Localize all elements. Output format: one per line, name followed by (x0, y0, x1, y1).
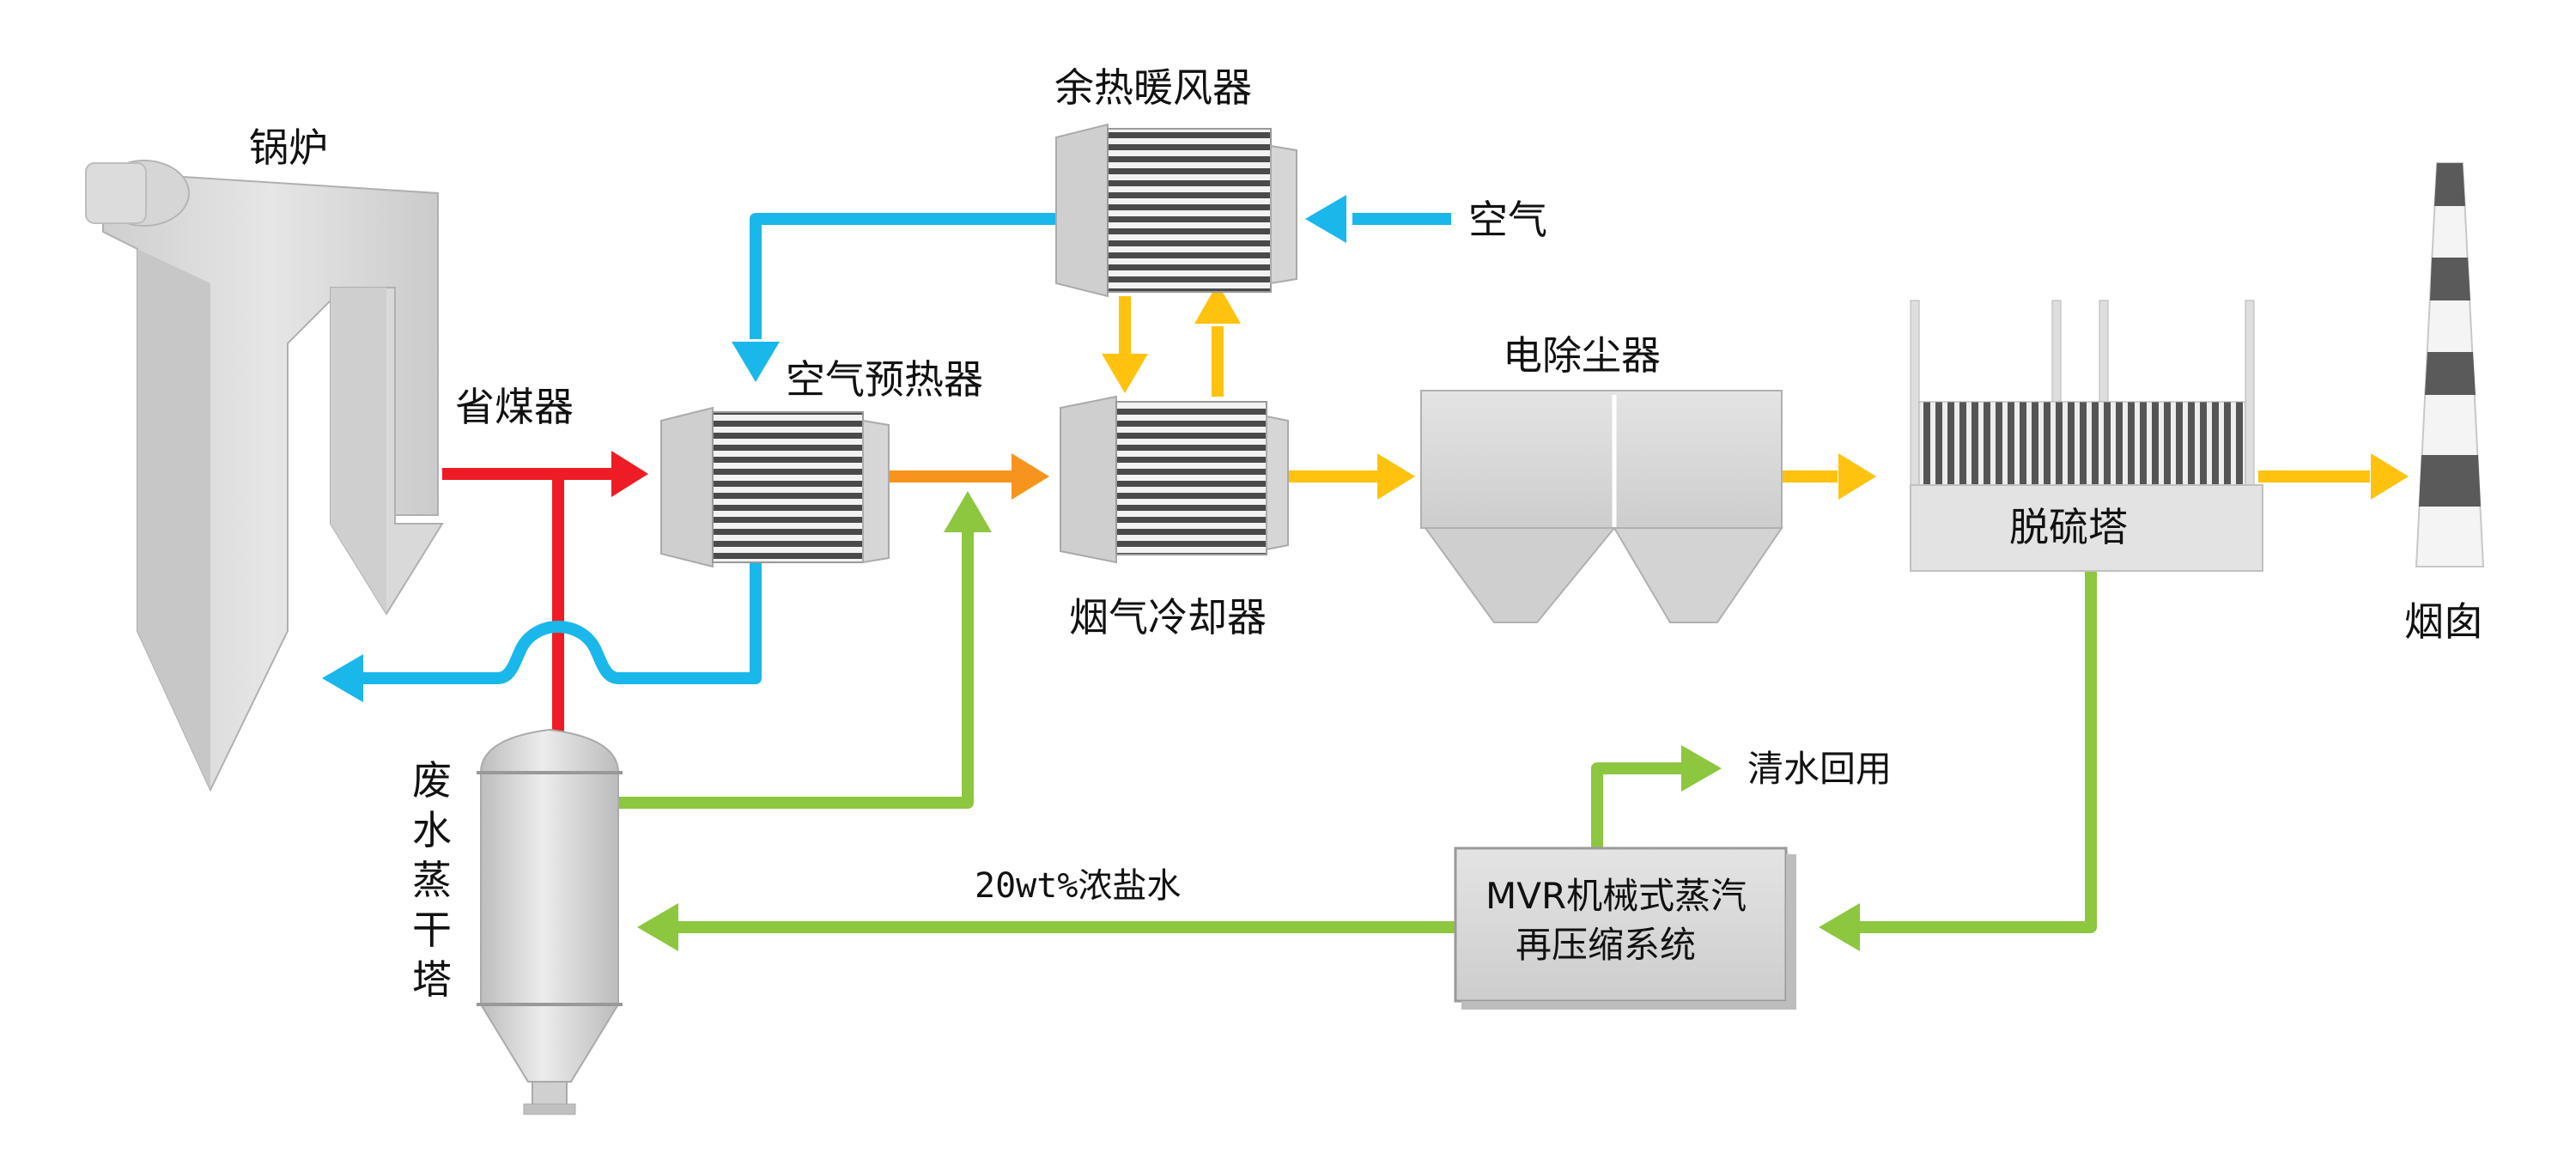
arrow-air-in (1305, 195, 1346, 243)
boiler (85, 160, 444, 792)
vapor-line (618, 532, 974, 809)
mvr-system (1454, 846, 1796, 1010)
arrow-warm-air (732, 342, 780, 382)
air-preheater-label: 空气预热器 (786, 356, 983, 403)
clean-water-label: 清水回用 (1747, 748, 1892, 790)
flue-gas-cooler-label: 烟气冷却器 (1069, 594, 1267, 640)
evaporation-tower-char: 塔 (412, 956, 452, 1003)
arrow-warm-flue (1012, 453, 1049, 500)
arrow-cool-flue-1 (1377, 453, 1415, 500)
mvr-label-line1: MVR机械式蒸汽 (1485, 875, 1747, 917)
arrow-vapor (944, 491, 992, 532)
chimney-label: 烟囱 (2404, 598, 2483, 645)
arrow-hot-air (322, 654, 363, 702)
evaporation-tower-char: 水 (412, 807, 452, 853)
mvr-label-line2: 再压缩系统 (1516, 924, 1696, 966)
arrow-wastewater (1819, 903, 1860, 951)
labels: 锅炉 省煤器 空气预热器 余热暖风器 空气 烟气冷却器 电除尘器 脱硫塔 烟囱 … (249, 64, 2483, 1003)
arrow-cool-flue-3 (2371, 453, 2409, 500)
hot-air-to-boiler-line (361, 558, 762, 684)
waste-heat-air-heater (1055, 123, 1297, 298)
evaporation-tower-label: 废 水 蒸 干 塔 (412, 757, 452, 1003)
arrow-hot-flue (611, 451, 648, 497)
arrow-brine (637, 903, 678, 951)
brine-label: 20wt%浓盐水 (975, 866, 1181, 906)
arrow-clean-water (1681, 745, 1722, 792)
esp-label: 电除尘器 (1503, 332, 1661, 379)
economizer-label: 省煤器 (455, 384, 574, 430)
desulfurization-tower-label: 脱硫塔 (2009, 504, 2128, 550)
evaporation-tower-char: 干 (412, 907, 452, 953)
desulfurization-tower (1910, 300, 2263, 572)
boiler-label: 锅炉 (249, 124, 328, 171)
arrow-heads (322, 195, 2409, 951)
chimney (2415, 162, 2485, 567)
flue-gas-cooler (1060, 395, 1289, 564)
evaporation-tower-char: 废 (412, 757, 452, 804)
warm-air-line (750, 213, 1056, 339)
air-preheater (660, 406, 890, 568)
arrow-cool-flue-2 (1838, 453, 1876, 500)
evaporation-tower-char: 蒸 (412, 857, 452, 903)
arrow-hot-water-up (1194, 283, 1241, 324)
wastewater-line (1859, 571, 2097, 933)
flow-lines (361, 213, 2370, 933)
evaporation-tower (477, 728, 623, 1115)
air-label: 空气 (1468, 197, 1547, 243)
arrow-hot-water-down (1102, 354, 1148, 393)
electrostatic-precipitator (1420, 390, 1783, 623)
clean-water-line (1591, 762, 1683, 848)
waste-heat-air-heater-label: 余热暖风器 (1054, 64, 1252, 111)
